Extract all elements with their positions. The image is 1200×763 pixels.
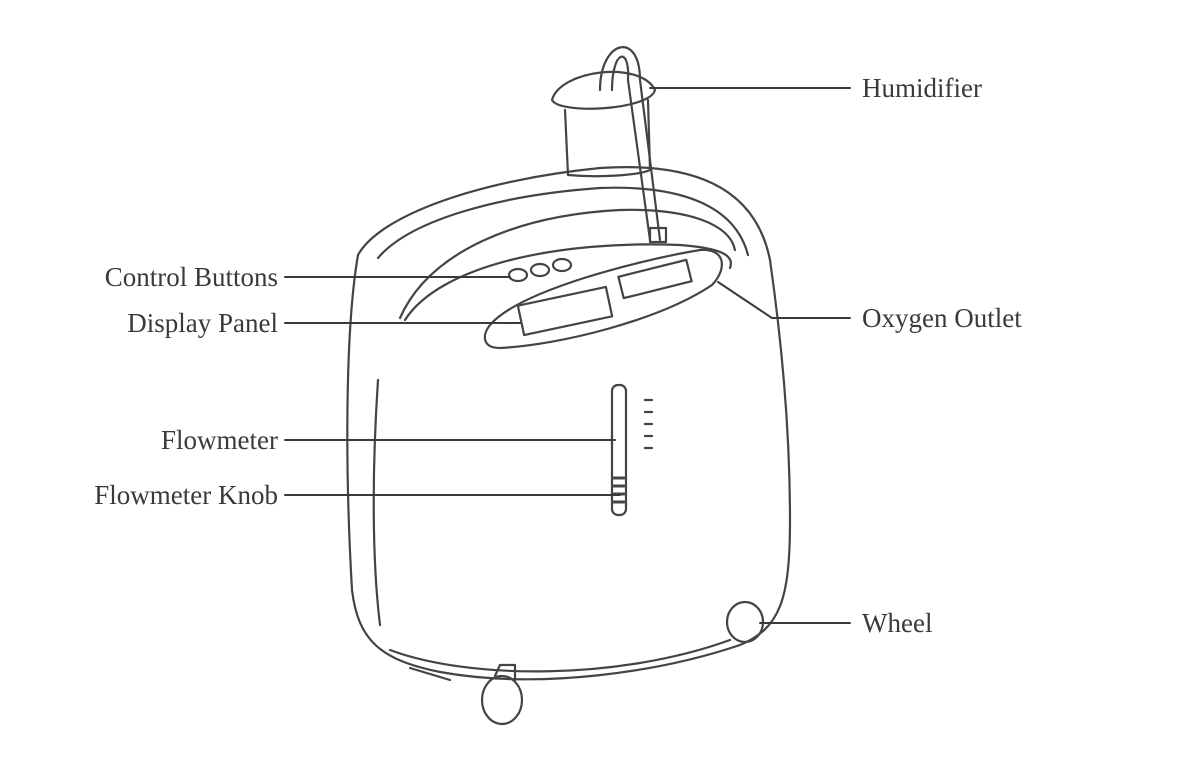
humidifier-cap: [550, 70, 657, 110]
device-body-inner-edge: [372, 378, 382, 627]
handle-outer: [356, 166, 772, 262]
label-control-buttons: Control Buttons: [104, 262, 278, 292]
flowmeter-tube: [610, 383, 628, 517]
display-window: [617, 258, 693, 300]
humidifier-bottle: [563, 98, 652, 178]
device-body: [346, 253, 792, 681]
flowmeter-scale: [643, 398, 654, 450]
control-button-2: [529, 262, 551, 278]
oxygen-outlet-leader: [717, 281, 851, 319]
vent-grille: [408, 666, 452, 682]
flowmeter-knob: [612, 476, 626, 504]
handle-inner: [376, 186, 750, 260]
label-oxygen-outlet: Oxygen Outlet: [862, 303, 1022, 333]
oxygen-outlet-nozzle: [648, 226, 668, 244]
label-display-panel: Display Panel: [127, 308, 278, 338]
label-humidifier: Humidifier: [862, 73, 982, 103]
handle-slot: [398, 208, 737, 320]
top-panel: [403, 243, 733, 322]
device-base: [388, 638, 732, 673]
label-flowmeter-knob: Flowmeter Knob: [94, 480, 278, 510]
display-panel-screen: [516, 285, 614, 337]
control-panel: [483, 248, 723, 350]
label-flowmeter: Flowmeter: [161, 425, 278, 455]
label-wheel: Wheel: [862, 608, 933, 638]
wheel-front-mount: [493, 663, 517, 682]
wheel-rear: [725, 600, 765, 644]
control-button-3: [551, 257, 573, 273]
wheel-front: [480, 674, 524, 726]
humidifier-tube: [598, 46, 662, 242]
control-button-1: [507, 267, 529, 283]
